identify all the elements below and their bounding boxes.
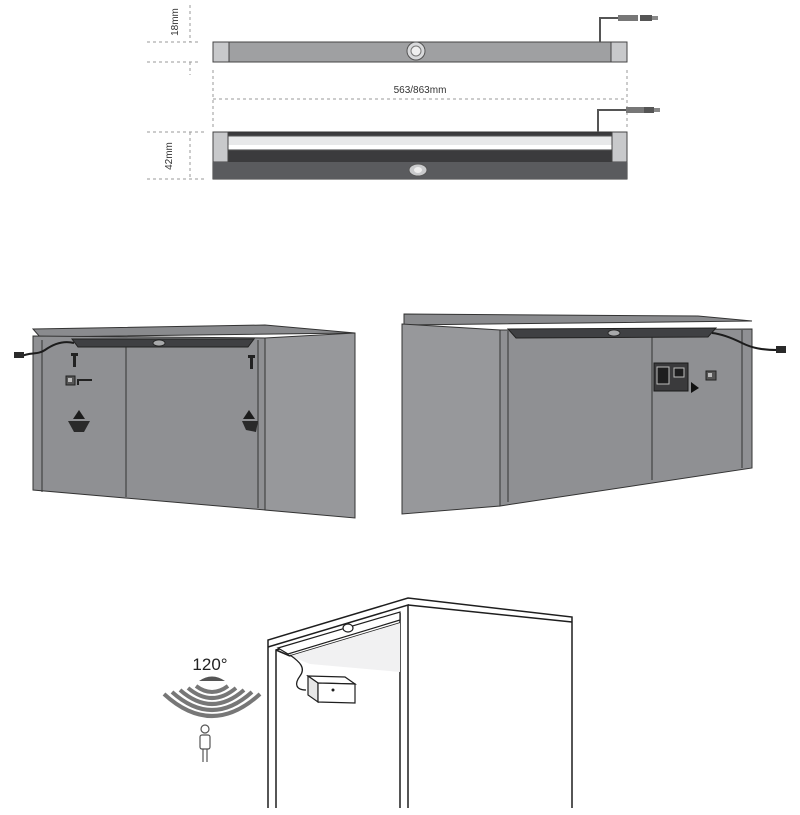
arrow-right-icon xyxy=(691,382,699,393)
led-bar-mounted-right xyxy=(506,327,718,339)
switch-box-icon xyxy=(653,362,689,392)
bracket-icon xyxy=(242,421,258,432)
profile-dimension-drawing: 18mm 563/863mm xyxy=(147,5,660,180)
cable-in-cabinet-icon xyxy=(289,654,307,691)
power-cable-front-icon xyxy=(597,107,660,132)
cabinet-outline xyxy=(267,597,573,808)
mounting-clip-icon xyxy=(705,370,717,381)
cable-right-icon xyxy=(711,332,779,351)
arrow-up-icon xyxy=(73,410,85,419)
power-cable-icon xyxy=(599,15,658,42)
led-bar-front-view xyxy=(212,107,660,180)
led-bar-mounted-left xyxy=(71,338,255,348)
mounting-clip-icon xyxy=(65,375,92,386)
sensor-mounted-left-icon xyxy=(152,339,166,347)
detection-angle-label: 120° xyxy=(192,655,227,674)
arrow-up-icon xyxy=(243,410,255,419)
dimension-label-length: 563/863mm xyxy=(394,85,447,96)
cable-left-icon xyxy=(21,341,75,357)
sensor-mounted-right-icon xyxy=(607,329,621,337)
motion-sensor-front-icon xyxy=(408,163,428,177)
cabinet-mounting-left xyxy=(14,324,356,519)
dimension-label-height: 18mm xyxy=(170,8,181,36)
sensor-dome-icon xyxy=(199,676,225,681)
dimension-width-42mm: 42mm xyxy=(147,131,205,180)
motion-sensor-icon xyxy=(406,41,426,61)
bracket-icon xyxy=(68,421,90,432)
driver-box-icon xyxy=(306,674,357,704)
led-bar-side-view xyxy=(212,15,658,63)
screw-icon xyxy=(248,355,255,369)
sensor-in-cabinet-icon xyxy=(342,623,354,633)
dimension-length: 563/863mm xyxy=(212,70,628,130)
cabinet-mounting-right xyxy=(401,313,786,515)
screw-icon xyxy=(71,353,78,367)
dimension-label-width: 42mm xyxy=(164,142,175,170)
detection-arcs-icon xyxy=(162,684,262,718)
person-icon xyxy=(199,724,211,762)
dimension-height-18mm: 18mm xyxy=(147,5,200,75)
sensor-range-illustration: 120° xyxy=(162,597,573,808)
led-bar-in-cabinet xyxy=(276,611,401,655)
